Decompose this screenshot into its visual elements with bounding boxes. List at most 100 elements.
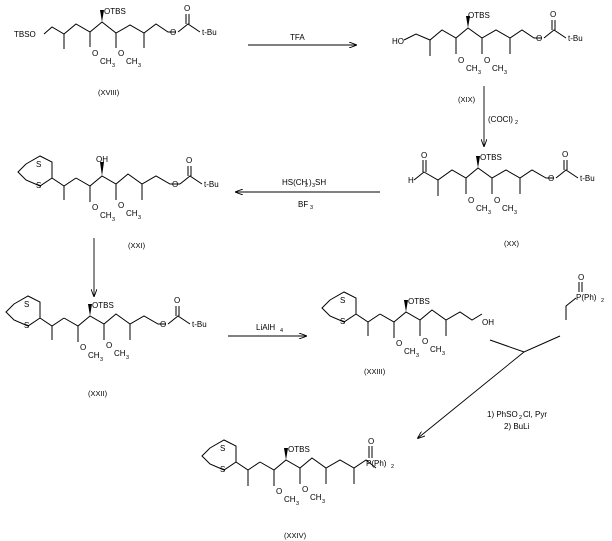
atom-label: 3 bbox=[488, 210, 491, 216]
atom-label: t-Bu bbox=[202, 28, 217, 37]
atom-label: O bbox=[421, 151, 427, 160]
atom-label: OH bbox=[482, 318, 494, 327]
atom-label: 2 bbox=[601, 298, 604, 304]
reagent-text: 2 bbox=[515, 120, 518, 126]
atom-label: CH bbox=[476, 204, 488, 213]
atom-label: 3 bbox=[138, 63, 141, 69]
wedge-bond bbox=[284, 448, 288, 460]
atom-label: O bbox=[396, 339, 402, 348]
atom-label: O bbox=[92, 49, 98, 58]
atom-label: CH bbox=[126, 57, 138, 66]
compound-label: (XX) bbox=[504, 239, 520, 248]
atom-label: CH bbox=[100, 57, 112, 66]
atom-label: CH bbox=[114, 349, 126, 358]
atom-label: CH bbox=[284, 495, 296, 504]
bond-line bbox=[179, 175, 203, 185]
atom-label: 3 bbox=[322, 499, 325, 505]
atom-label: 3 bbox=[296, 501, 299, 507]
reagent-text: (COCl) bbox=[488, 115, 513, 124]
step-oxalyl-chloride: (COCl)2 bbox=[484, 86, 518, 146]
atom-label: OTBS bbox=[288, 445, 310, 454]
atom-label: 3 bbox=[478, 70, 481, 76]
reagent-text: 2 bbox=[305, 183, 308, 189]
atom-label: t-Bu bbox=[580, 174, 595, 183]
atom-label: CH bbox=[502, 204, 514, 213]
atom-label: O bbox=[548, 174, 554, 183]
reagent-text: HS(CH bbox=[282, 178, 308, 187]
atom-label: 3 bbox=[514, 210, 517, 216]
atom-label: O bbox=[172, 180, 178, 189]
bond-line bbox=[489, 335, 561, 353]
step-tfa: TFA bbox=[248, 33, 356, 45]
compound-label: (XXIV) bbox=[284, 531, 307, 540]
compound-label: (XXII) bbox=[88, 389, 108, 398]
atom-label: O bbox=[422, 337, 428, 346]
compound-label: (XXIII) bbox=[364, 367, 386, 376]
atom-label: P(Ph) bbox=[366, 459, 387, 468]
reagent-text: Cl, Pyr bbox=[523, 410, 547, 419]
wedge-bond bbox=[100, 10, 104, 22]
atom-label: CH bbox=[466, 64, 478, 73]
reagent-text: ) bbox=[309, 178, 312, 187]
atom-label: S bbox=[340, 296, 345, 305]
atom-label: CH bbox=[126, 209, 138, 218]
atom-label: H bbox=[408, 176, 414, 185]
atom-label: t-Bu bbox=[568, 34, 583, 43]
reaction-arrow bbox=[418, 351, 525, 438]
reagent-text: 2 bbox=[519, 415, 522, 421]
atom-label: O bbox=[170, 28, 176, 37]
bond-line bbox=[321, 291, 357, 323]
reagent-text: 4 bbox=[280, 328, 283, 334]
step-coupling: 1) PhSO 2 Cl, Pyr 2) BuLi bbox=[418, 335, 561, 438]
atom-label: OTBS bbox=[92, 301, 114, 310]
bond-line bbox=[5, 295, 41, 327]
atom-label: O bbox=[562, 150, 568, 159]
atom-label: O bbox=[186, 156, 192, 165]
tbso-label: TBSO bbox=[14, 30, 36, 39]
wedge-bond bbox=[404, 300, 408, 312]
bond-line bbox=[201, 439, 237, 471]
reagent-text: 3 bbox=[312, 183, 315, 189]
bond-line bbox=[259, 457, 377, 471]
atom-label: OH bbox=[96, 155, 108, 164]
atom-label: O bbox=[118, 201, 124, 210]
bond-line bbox=[51, 177, 77, 187]
bond-line bbox=[39, 317, 65, 327]
atom-label: O bbox=[458, 56, 464, 65]
compound-label: (XVIII) bbox=[98, 88, 120, 97]
atom-label: CH bbox=[310, 493, 322, 502]
atom-label: S bbox=[340, 317, 345, 326]
bond-line bbox=[17, 155, 53, 187]
reagent-text: SH bbox=[315, 178, 326, 187]
atom-label: 3 bbox=[416, 353, 419, 359]
atom-label: OTBS bbox=[408, 297, 430, 306]
bond-line bbox=[355, 313, 381, 323]
bond-line bbox=[43, 21, 176, 35]
reagent-text: BF bbox=[298, 200, 308, 209]
atom-label: O bbox=[276, 487, 282, 496]
atom-label: 3 bbox=[504, 70, 507, 76]
atom-label: S bbox=[220, 444, 225, 453]
bond-line bbox=[555, 169, 579, 179]
atom-label: O bbox=[368, 437, 374, 446]
atom-label: P(Ph) bbox=[576, 293, 597, 302]
atom-label: t-Bu bbox=[204, 180, 219, 189]
bond-line bbox=[177, 23, 201, 33]
atom-label: 3 bbox=[138, 215, 141, 221]
atom-label: O bbox=[484, 56, 490, 65]
wedge-bond bbox=[466, 16, 470, 28]
bond-line bbox=[235, 461, 261, 471]
atom-label: O bbox=[302, 485, 308, 494]
atom-label: 3 bbox=[126, 355, 129, 361]
atom-label: S bbox=[24, 300, 29, 309]
atom-label: S bbox=[220, 465, 225, 474]
reagent-tfa: TFA bbox=[290, 33, 305, 42]
reagent-text: 1) PhSO bbox=[487, 410, 518, 419]
bond-line bbox=[565, 297, 577, 320]
compound-label: (XIX) bbox=[458, 95, 476, 104]
atom-label: S bbox=[36, 181, 41, 190]
